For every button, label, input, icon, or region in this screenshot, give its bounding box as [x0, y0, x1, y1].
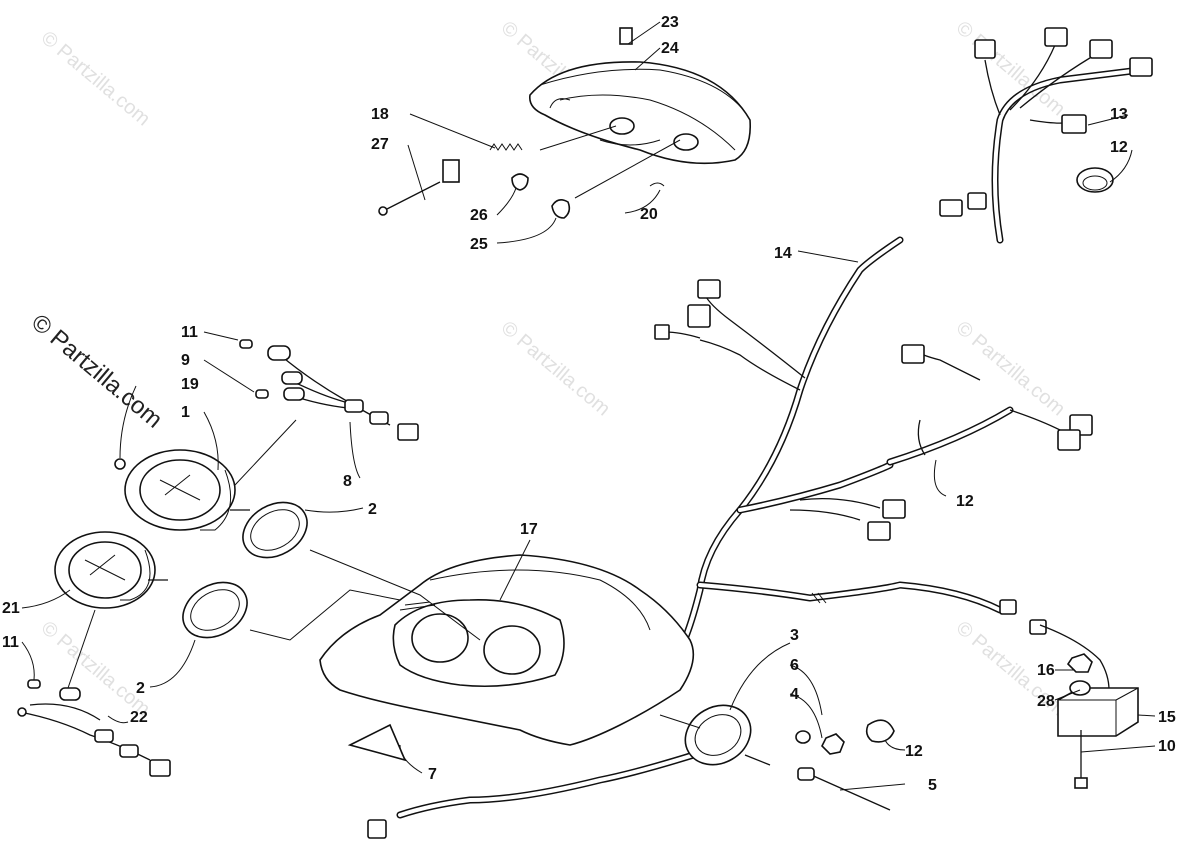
- callout-17: 17: [520, 521, 538, 538]
- callout-2: 2: [368, 501, 377, 518]
- callout-11: 11: [181, 324, 198, 341]
- callout-14: 14: [774, 245, 792, 262]
- callout-15: 15: [1158, 709, 1176, 726]
- watermark-side-text: © Partzilla.com: [26, 309, 167, 434]
- callout-13: 13: [1110, 106, 1128, 123]
- dash-panel: [249, 539, 695, 774]
- callout-21: 21: [2, 600, 20, 617]
- callout-1: 1: [181, 404, 190, 421]
- callout-18: 18: [371, 106, 389, 123]
- callout-4: 4: [790, 686, 799, 703]
- callout-7: 7: [428, 766, 437, 783]
- callout-12: 12: [1110, 139, 1128, 156]
- watermark-text: © Partzilla.com: [497, 317, 614, 420]
- callout-22: 22: [130, 709, 148, 726]
- main-wire-harness: [367, 236, 1110, 839]
- callout-11: 11: [2, 634, 19, 651]
- spring-part: [489, 143, 523, 151]
- callout-24: 24: [661, 40, 679, 57]
- callout-12: 12: [956, 493, 974, 510]
- callout-12: 12: [905, 743, 923, 760]
- callout-8: 8: [343, 473, 352, 490]
- gauge-assembly: [17, 331, 419, 777]
- callout-19: 19: [181, 376, 199, 393]
- callout-25: 25: [470, 236, 488, 253]
- harness-upper: [939, 27, 1153, 244]
- watermark-text: © Partzilla.com: [952, 317, 1069, 420]
- callout-16: 16: [1037, 662, 1055, 679]
- callout-2: 2: [136, 680, 145, 697]
- temp-gauge-and-regulator: [659, 642, 1156, 811]
- callout-23: 23: [661, 14, 679, 31]
- callout-10: 10: [1158, 738, 1176, 755]
- callout-28: 28: [1037, 693, 1055, 710]
- callout-6: 6: [790, 657, 799, 674]
- callout-20: 20: [640, 206, 658, 223]
- watermark-text: © Partzilla.com: [37, 27, 154, 130]
- callout-27: 27: [371, 136, 389, 153]
- headlight-assembly: [378, 21, 752, 244]
- callout-5: 5: [928, 777, 937, 794]
- callout-labels: 23 24 18 27 26 25 20 13 12 14 11 9 19 1 …: [2, 14, 1176, 794]
- clip-part: [619, 27, 633, 45]
- callout-26: 26: [470, 207, 488, 224]
- callout-3: 3: [790, 627, 799, 644]
- callout-9: 9: [181, 352, 190, 369]
